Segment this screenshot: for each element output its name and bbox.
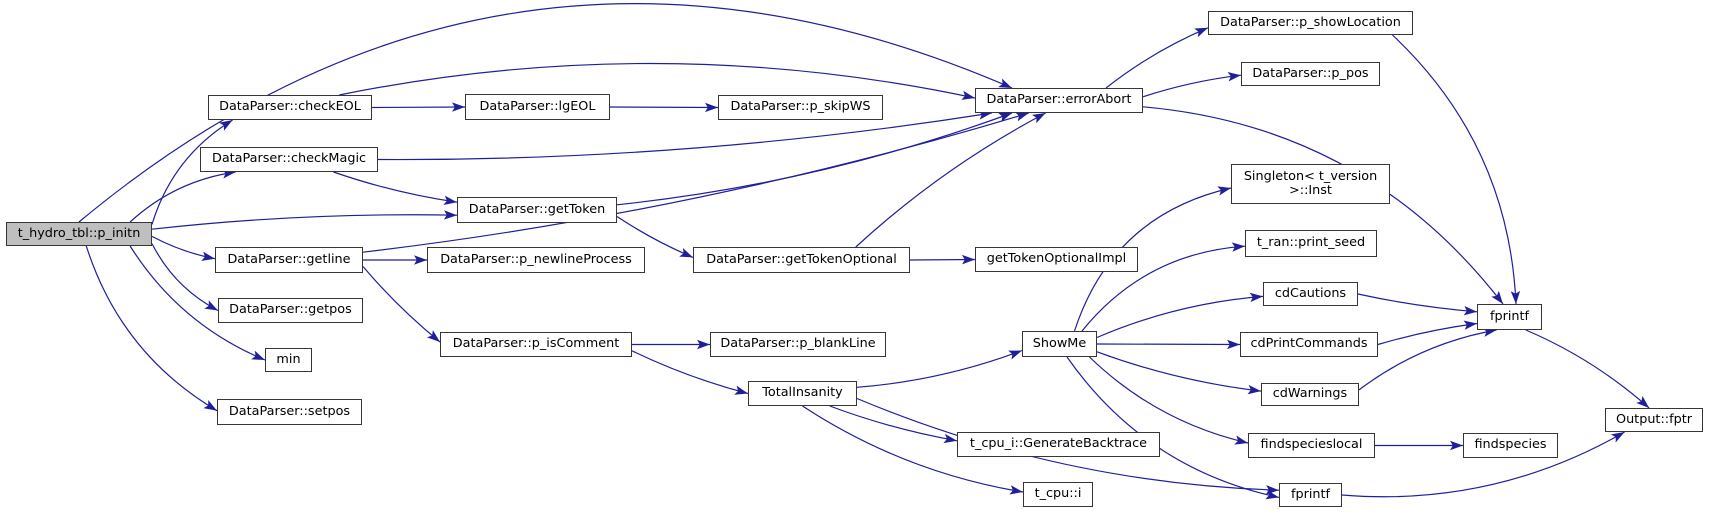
node-totalInsanity[interactable]: TotalInsanity: [748, 381, 857, 406]
edge-cdPrintCommands-fprintfRight: [1377, 320, 1478, 346]
node-min[interactable]: min: [265, 348, 312, 372]
edge-errorAbort-showLocation: [1105, 27, 1209, 89]
node-fprintfRight[interactable]: fprintf: [1477, 304, 1542, 330]
node-printSeed[interactable]: t_ran::print_seed: [1245, 230, 1377, 257]
node-getline[interactable]: DataParser::getline: [215, 247, 363, 273]
edge-cdCautions-fprintfRight: [1357, 293, 1478, 316]
node-errorAbort[interactable]: DataParser::errorAbort: [975, 88, 1143, 113]
edge-p_initn-getpos: [151, 243, 219, 312]
node-generateBacktrace[interactable]: t_cpu_i::GenerateBacktrace: [957, 432, 1160, 457]
edge-checkMagic-getToken: [333, 171, 458, 205]
edge-p_initn-checkMagic: [129, 169, 236, 223]
node-showLocation[interactable]: DataParser::p_showLocation: [1208, 11, 1413, 35]
edge-fprintfRight-outputFptr: [1525, 329, 1650, 409]
node-p_initn[interactable]: t_hydro_tbl::p_initn: [6, 222, 152, 246]
edge-getline-errorAbort: [362, 112, 1029, 253]
node-setpos[interactable]: DataParser::setpos: [217, 399, 362, 425]
node-showMe[interactable]: ShowMe: [1022, 331, 1097, 357]
node-newlineProcess[interactable]: DataParser::p_newlineProcess: [427, 247, 645, 273]
node-ppos[interactable]: DataParser::p_pos: [1241, 62, 1380, 86]
edge-showMe-printSeed: [1081, 242, 1246, 332]
edge-getToken-getTokenOptional: [616, 216, 694, 258]
edge-p_initn-min: [129, 245, 266, 361]
edge-fprintfBottom-outputFptr: [1341, 431, 1625, 498]
edge-showMe-cdWarnings: [1096, 351, 1262, 395]
node-cdPrintCommands[interactable]: cdPrintCommands: [1240, 332, 1378, 357]
edge-p_initn-getToken: [151, 210, 458, 230]
edge-totalInsanity-showMe: [856, 349, 1023, 388]
edge-showMe-cdCautions: [1096, 292, 1264, 339]
node-checkMagic[interactable]: DataParser::checkMagic: [200, 147, 378, 172]
node-findspecies[interactable]: findspecies: [1463, 433, 1558, 458]
node-singleton[interactable]: Singleton< t_version >::Inst: [1231, 164, 1390, 204]
edge-checkEOL-lgEOL: [371, 102, 466, 112]
node-isComment[interactable]: DataParser::p_isComment: [440, 332, 632, 357]
edge-errorAbort-fprintfRight: [1142, 106, 1504, 305]
edge-showMe-singleton: [1073, 186, 1232, 332]
node-lgEOL[interactable]: DataParser::lgEOL: [465, 94, 610, 120]
edge-p_initn-getline: [151, 235, 216, 261]
edge-isComment-totalInsanity: [631, 350, 749, 395]
node-tcpui[interactable]: t_cpu::i: [1023, 482, 1093, 507]
edge-checkEOL-errorAbort: [339, 62, 976, 100]
node-getToken[interactable]: DataParser::getToken: [457, 197, 617, 223]
node-cdWarnings[interactable]: cdWarnings: [1261, 383, 1359, 406]
edge-checkMagic-errorAbort: [377, 110, 992, 161]
node-skipWS[interactable]: DataParser::p_skipWS: [718, 95, 883, 120]
edge-getTokenOptional-errorAbort: [855, 112, 1046, 248]
edge-p_initn-setpos: [85, 245, 218, 412]
node-cdCautions[interactable]: cdCautions: [1263, 282, 1358, 306]
edge-getTokenOptional-getTokenOptionalImpl: [909, 254, 976, 265]
edge-showMe-fprintfBottom: [1066, 356, 1280, 500]
edge-errorAbort-ppos: [1142, 72, 1242, 98]
node-blankLine[interactable]: DataParser::p_blankLine: [710, 332, 886, 357]
node-outputFptr[interactable]: Output::fptr: [1605, 408, 1703, 432]
edge-totalInsanity-generateBacktrace: [829, 405, 958, 444]
edge-showMe-findspecieslocal: [1089, 356, 1249, 445]
edge-p_initn-checkEOL: [151, 119, 233, 225]
edge-cdWarnings-fprintfRight: [1358, 327, 1497, 391]
node-findspecieslocal[interactable]: findspecieslocal: [1248, 433, 1375, 458]
node-getTokenOptionalImpl[interactable]: getTokenOptionalImpl: [975, 247, 1138, 272]
node-getpos[interactable]: DataParser::getpos: [218, 298, 363, 323]
node-checkEOL[interactable]: DataParser::checkEOL: [208, 95, 372, 120]
edge-getToken-errorAbort: [616, 112, 1013, 206]
edge-lgEOL-skipWS: [609, 102, 719, 113]
edge-showLocation-fprintfRight: [1392, 34, 1521, 305]
node-fprintfBottom[interactable]: fprintf: [1279, 483, 1342, 507]
edge-showMe-cdPrintCommands: [1096, 339, 1241, 350]
edge-getline-isComment: [362, 266, 441, 343]
edge-p_initn-errorAbort: [78, 3, 1013, 223]
node-getTokenOptional[interactable]: DataParser::getTokenOptional: [693, 247, 910, 273]
edge-totalInsanity-tcpui: [802, 405, 1024, 495]
edge-totalInsanity-fprintfBottom: [856, 397, 1280, 495]
